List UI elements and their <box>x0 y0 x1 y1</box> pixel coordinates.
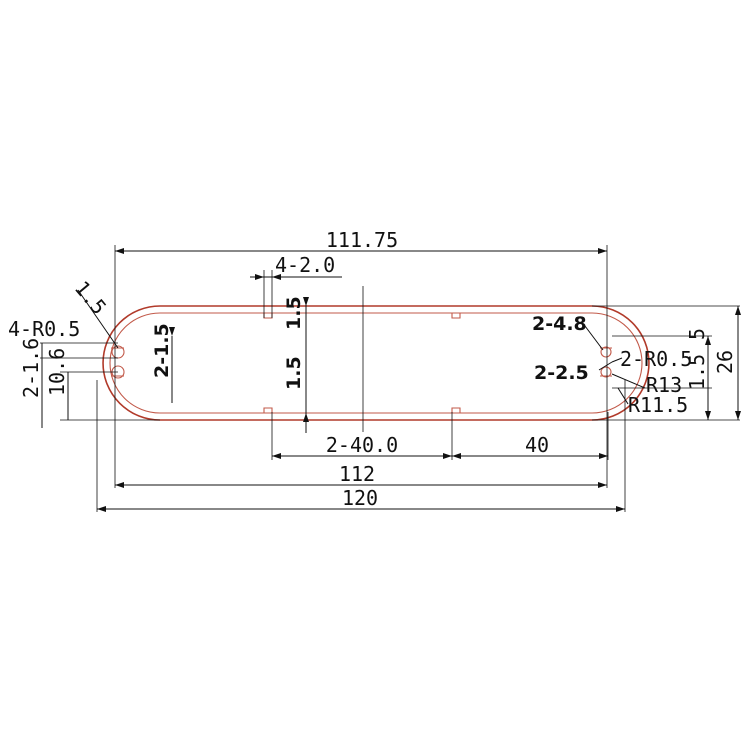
dim-left-1-5: 1.5 <box>70 276 112 319</box>
dim-center-wall-a: 1.5 <box>283 356 305 390</box>
dim-right-5: 5 <box>685 328 709 340</box>
dim-right-r0-5: 2-R0.5 <box>620 347 692 371</box>
dim-right-1-5: 1.5 <box>685 354 709 390</box>
dim-center-wall-b: 1.5 <box>283 296 305 330</box>
dim-left-radius: 4-R0.5 <box>8 317 80 341</box>
dim-overall-width: 120 <box>342 486 378 510</box>
extension-lines <box>40 245 740 512</box>
dim-right-26: 26 <box>713 350 737 374</box>
dim-right-r11-5: R11.5 <box>628 393 688 417</box>
dim-slot-spacing-inner: 2-40.0 <box>326 433 398 457</box>
dim-left-10-6: 10.6 <box>45 348 69 396</box>
dim-left-2-1-5: 2-1.5 <box>151 323 173 378</box>
dim-right-r13: R13 <box>646 373 682 397</box>
dim-slot-width: 4-2.0 <box>275 253 335 277</box>
dim-112: 112 <box>339 462 375 486</box>
dim-slot-spacing-outer: 40 <box>525 433 549 457</box>
dim-left-2-1-6: 2-1.6 <box>19 338 43 398</box>
arrowheads <box>97 248 741 512</box>
dim-top-width: 111.75 <box>326 228 398 252</box>
dim-right-2-2-5: 2-2.5 <box>534 362 589 384</box>
dimension-lines <box>41 250 739 510</box>
dim-right-2-4-8: 2-4.8 <box>532 313 587 335</box>
